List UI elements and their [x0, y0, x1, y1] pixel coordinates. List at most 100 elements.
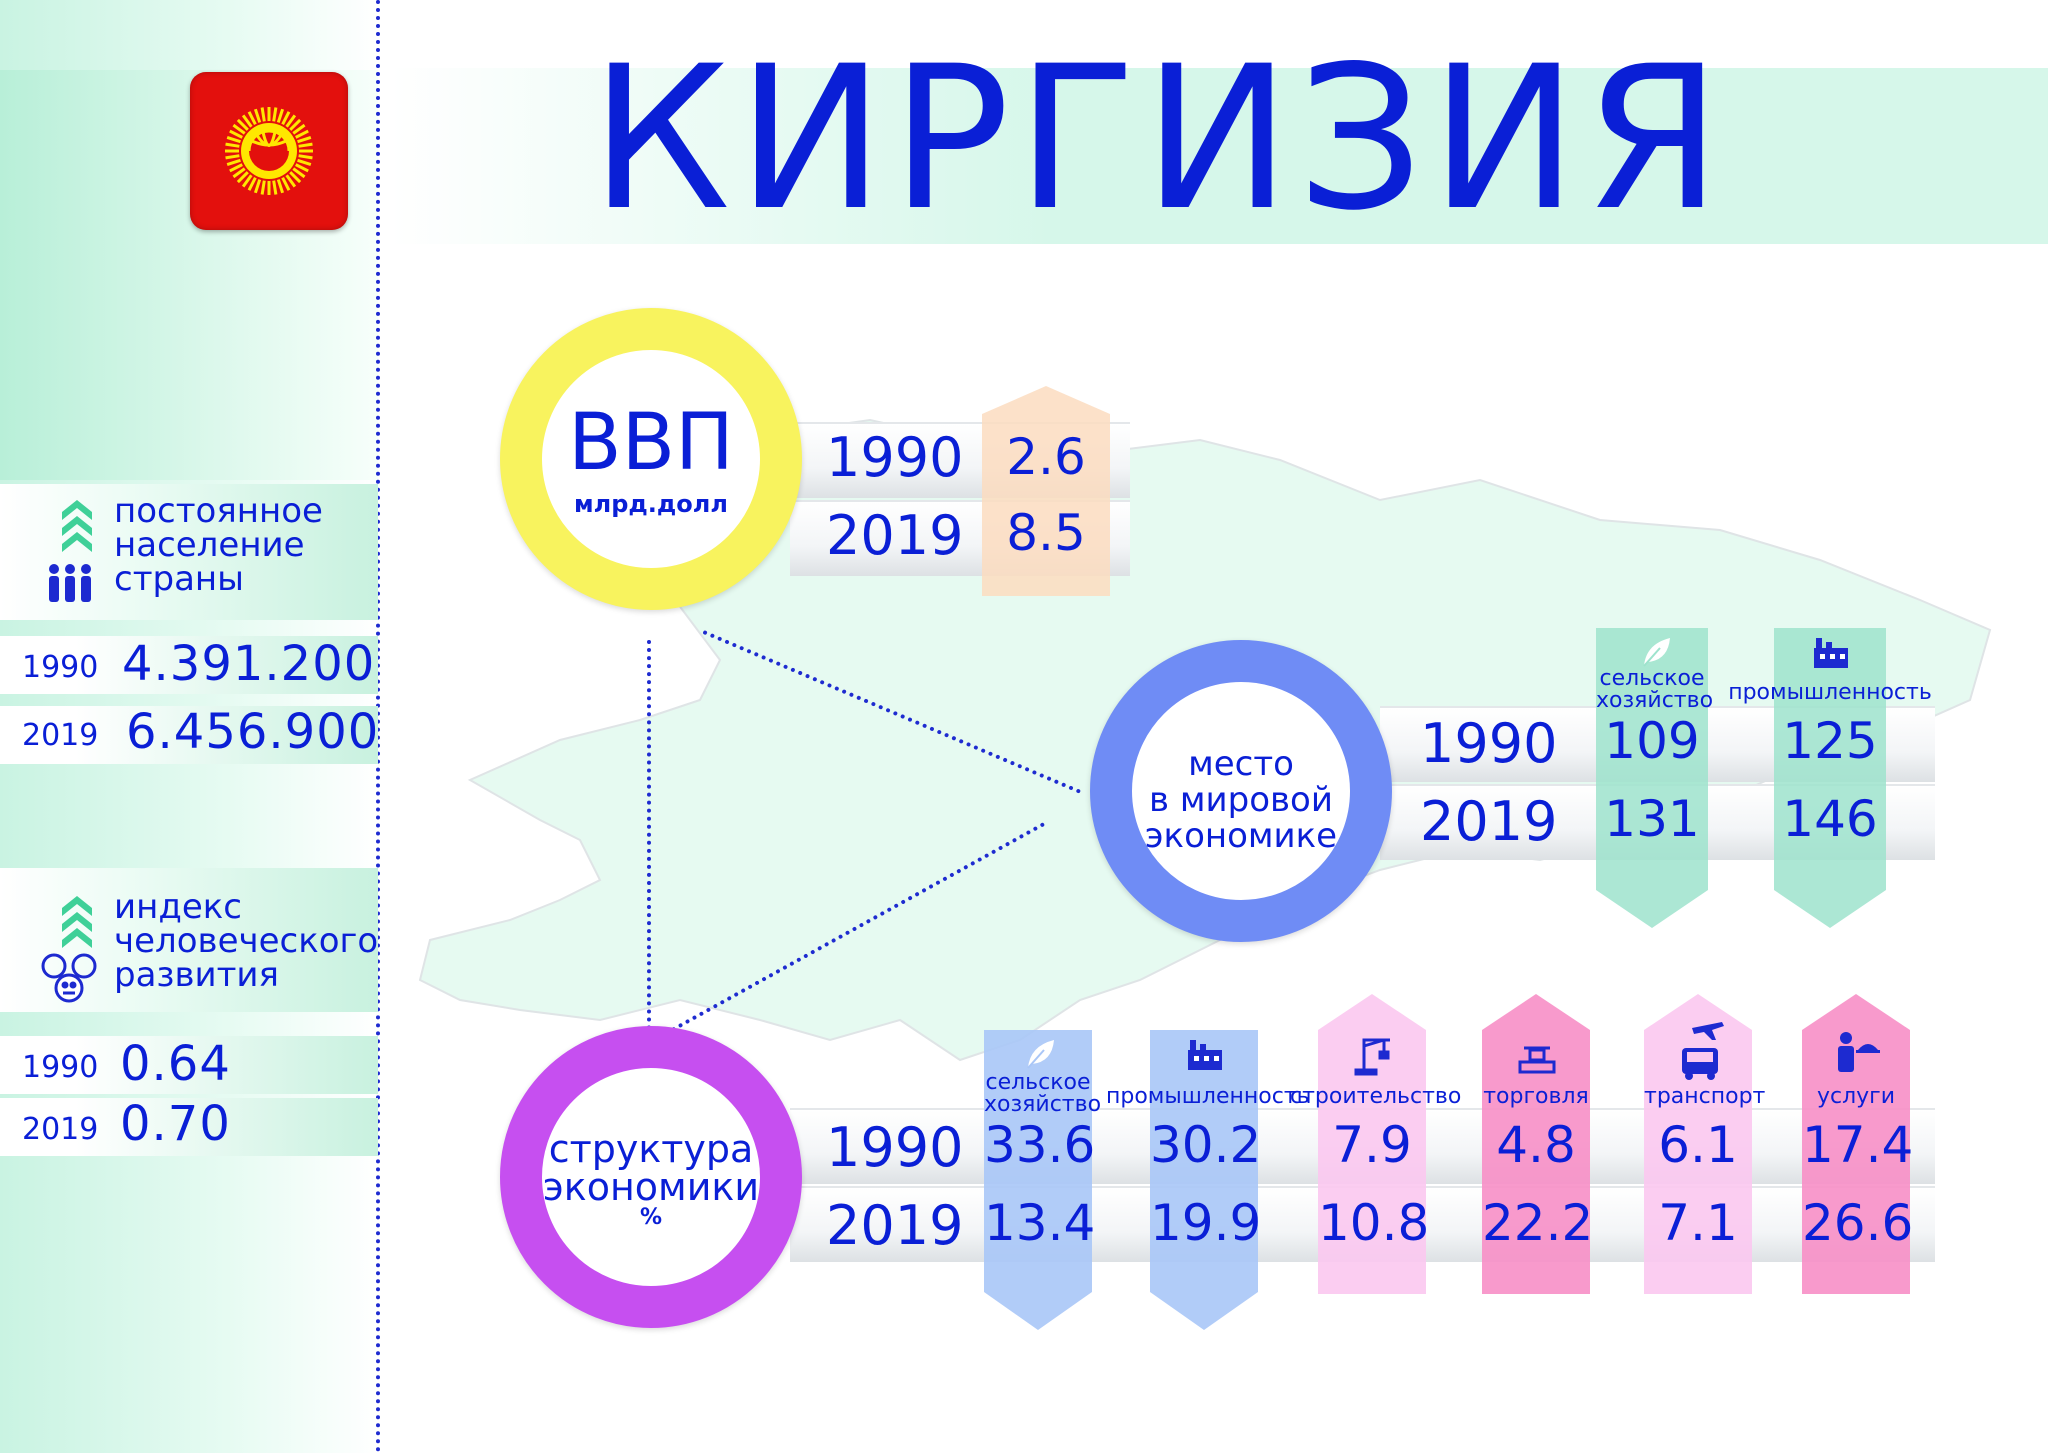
sun-icon — [225, 107, 313, 195]
population-value-2019: 6.456.900 — [126, 704, 380, 760]
leaf-icon — [1022, 1036, 1058, 1076]
growth-arrow-icon — [60, 496, 94, 560]
structure-services-1990: 17.4 — [1802, 1116, 1914, 1174]
place-title: место в мировой экономике — [1132, 746, 1350, 854]
population-year-2019: 2019 — [22, 718, 99, 753]
hdi-year-1990: 1990 — [22, 1050, 99, 1085]
structure-transport-2019: 7.1 — [1658, 1194, 1738, 1252]
place-industry-banner — [1774, 628, 1886, 932]
sun-ray — [241, 114, 253, 128]
sun-ray — [297, 158, 312, 167]
gdp-ring: ВВП млрд.долл — [500, 308, 802, 610]
structure-industry-1990: 30.2 — [1150, 1116, 1262, 1174]
place-agri-banner — [1596, 628, 1708, 932]
structure-year-2019: 2019 — [826, 1194, 964, 1257]
sun-ray — [253, 179, 262, 194]
sun-ray — [272, 107, 278, 122]
sun-ray — [281, 177, 291, 191]
sun-ray — [295, 129, 309, 139]
sun-ray — [232, 123, 246, 135]
waiter-icon — [1834, 1030, 1882, 1078]
structure-agri-1990: 33.6 — [984, 1116, 1096, 1174]
place-industry-label: промышленность — [1728, 680, 1932, 705]
sun-ray — [295, 163, 309, 173]
sun-ray — [289, 171, 302, 184]
sun-ray — [285, 174, 297, 188]
population-label: постоянное население страны — [114, 494, 323, 596]
structure-transport-banner — [1644, 994, 1752, 1298]
structure-title: структура экономики % — [542, 1130, 760, 1230]
people-icon — [46, 562, 94, 610]
place-year-2019: 2019 — [1420, 790, 1558, 853]
structure-construction-banner — [1318, 994, 1426, 1298]
place-year-1990: 1990 — [1420, 712, 1558, 775]
structure-services-banner — [1802, 994, 1910, 1298]
hdi-row-1990 — [0, 1036, 378, 1094]
structure-construction-label: строительство — [1290, 1084, 1462, 1109]
sun-ray — [236, 171, 249, 184]
growth-arrow-icon — [60, 892, 94, 956]
sun-ray — [292, 167, 306, 179]
hdi-label: индекс человеческого развития — [114, 890, 378, 992]
factory-icon — [1812, 634, 1850, 674]
sun-ray — [241, 174, 253, 188]
sun-ray — [285, 114, 297, 128]
gdp-unit: млрд.долл — [574, 490, 728, 518]
hdi-label-line-2: человеческого — [114, 921, 379, 961]
sun-ray — [281, 111, 291, 125]
sun-ray — [272, 180, 278, 195]
kyrgyz-flag — [190, 72, 348, 230]
sun-ray — [297, 135, 312, 144]
sun-ray — [225, 154, 240, 160]
sun-ray — [260, 107, 266, 122]
connector-gdp-structure — [647, 640, 651, 1030]
hdi-year-2019: 2019 — [22, 1112, 99, 1147]
structure-services-label: услуги — [1816, 1084, 1896, 1109]
structure-trade-label: торговля — [1483, 1084, 1589, 1109]
population-value-1990: 4.391.200 — [122, 636, 376, 692]
sun-ray — [276, 108, 285, 123]
structure-industry-banner — [1150, 1030, 1258, 1334]
structure-title-line-2: экономики — [542, 1165, 760, 1209]
sun-ray — [289, 118, 302, 131]
structure-title-line-3: % — [639, 1205, 663, 1230]
gdp-year-2019: 2019 — [826, 504, 964, 567]
hdi-label-line-1: индекс — [114, 887, 242, 927]
scale-icon — [1516, 1040, 1558, 1078]
structure-trade-1990: 4.8 — [1496, 1116, 1576, 1174]
population-label-line-3: страны — [114, 559, 244, 599]
hdi-value-1990: 0.64 — [120, 1036, 231, 1092]
structure-transport-label: транспорт — [1644, 1084, 1766, 1109]
place-industry-2019: 146 — [1782, 790, 1878, 848]
hdi-row-2019 — [0, 1098, 378, 1156]
sun-ray — [229, 163, 243, 173]
gdp-value-banner — [982, 386, 1110, 600]
population-row-2019 — [0, 706, 378, 764]
structure-agri-label: сельское хозяйство — [984, 1070, 1101, 1116]
population-year-1990: 1990 — [22, 650, 99, 685]
sun-ray — [236, 118, 249, 131]
structure-industry-label: промышленность — [1106, 1084, 1310, 1109]
sun-ray — [226, 158, 241, 167]
structure-year-1990: 1990 — [826, 1116, 964, 1179]
sun-ray — [276, 179, 285, 194]
sun-ray — [292, 123, 306, 135]
place-title-line-3: экономике — [1144, 816, 1338, 856]
population-label-line-1: постоянное — [114, 491, 323, 531]
structure-transport-1990: 6.1 — [1658, 1116, 1738, 1174]
structure-ring: структура экономики % — [500, 1026, 802, 1328]
structure-agri-label-line-1: сельское — [985, 1070, 1091, 1095]
place-industry-1990: 125 — [1782, 712, 1878, 770]
gdp-value-1990: 2.6 — [1006, 428, 1086, 486]
sun-ray — [232, 167, 246, 179]
truck-plane-icon — [1672, 1018, 1728, 1086]
structure-construction-2019: 10.8 — [1318, 1194, 1430, 1252]
gdp-value-2019: 8.5 — [1006, 504, 1086, 562]
gdp-year-1990: 1990 — [826, 426, 964, 489]
sun-ray — [247, 177, 257, 191]
structure-agri-banner — [984, 1030, 1092, 1334]
factory-icon — [1186, 1036, 1224, 1076]
place-agri-label-line-1: сельское — [1599, 666, 1705, 691]
structure-services-2019: 26.6 — [1802, 1194, 1914, 1252]
crane-icon — [1354, 1036, 1394, 1080]
